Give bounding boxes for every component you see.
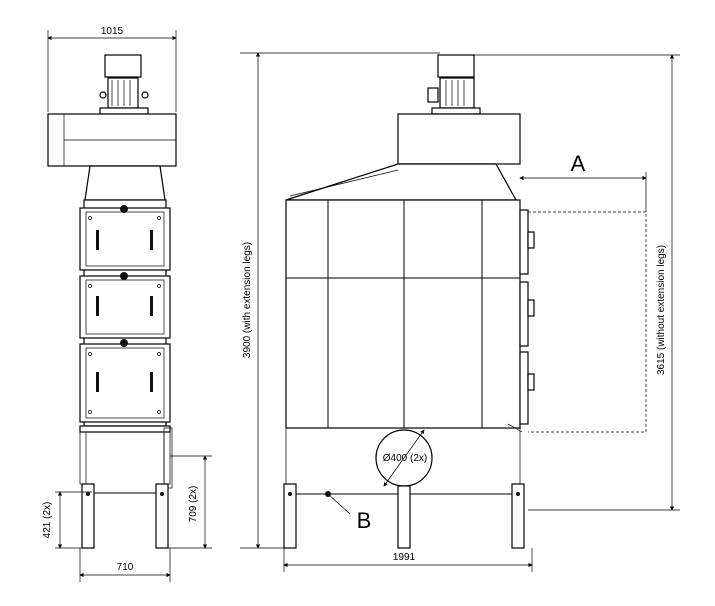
front-cabinet [285,199,535,433]
side-view: 1015 [42,26,212,582]
dim-duct-diameter: Ø400 (2x) [383,453,427,464]
front-view: 3900 (with extension legs) [240,52,680,572]
dim-base-width: 710 [117,562,134,573]
dim-top-width: 1015 [101,26,124,37]
front-fan-housing [397,113,521,165]
front-hopper [285,163,518,201]
dim-height-without-legs: 3615 (without extension legs) [656,245,667,375]
dim-front-width: 1991 [393,552,416,563]
side-hopper [84,165,166,201]
front-motor [427,54,481,115]
dim-leg-height-small: 421 (2x) [42,502,53,539]
dim-total-height: 3900 (with extension legs) [242,242,253,358]
side-frame-legs [79,425,173,549]
side-motor [99,54,149,115]
side-filter-modules [79,199,171,427]
extension-outline [528,211,647,433]
front-base: Ø400 (2x) [283,427,525,549]
dim-leg-height-side: 709 (2x) [188,486,199,523]
callout-b: B [357,508,372,533]
callout-a: A [571,151,586,176]
